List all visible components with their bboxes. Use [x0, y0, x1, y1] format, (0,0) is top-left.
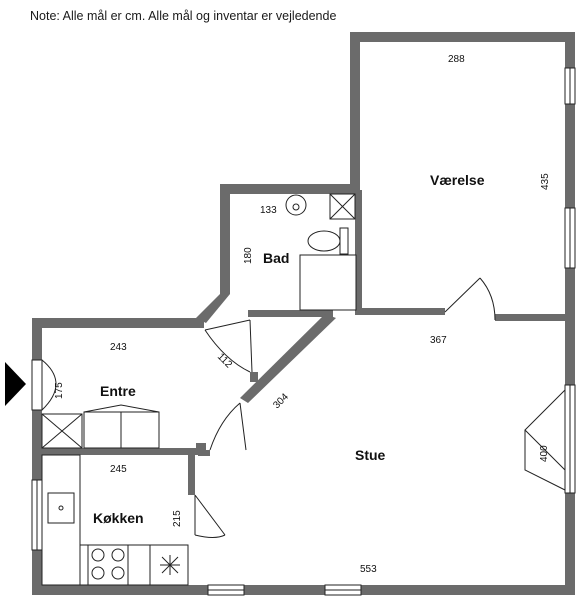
fridge-icon — [160, 555, 180, 575]
dim-entre-door: 112 — [215, 351, 234, 370]
dim-koekken-width: 245 — [110, 464, 127, 475]
room-label-vaerelse: Værelse — [430, 172, 485, 188]
dim-bad-width: 133 — [260, 205, 277, 216]
dim-stue-height: 400 — [539, 445, 550, 462]
dim-vaerelse-width: 288 — [448, 54, 465, 65]
windows — [31, 67, 576, 596]
toilet-icon — [339, 227, 349, 255]
room-label-entre: Entre — [100, 383, 136, 399]
doors — [31, 277, 566, 538]
room-label-bad: Bad — [263, 250, 289, 266]
dim-stue-width: 553 — [360, 564, 377, 575]
room-label-koekken: Køkken — [93, 510, 144, 526]
bathroom-fixtures — [285, 193, 357, 311]
room-label-stue: Stue — [355, 447, 386, 463]
dim-entre-width: 243 — [110, 342, 127, 353]
dim-entre-height: 175 — [54, 382, 65, 399]
dim-bad-height: 180 — [243, 247, 254, 264]
exterior-walls — [32, 32, 575, 595]
dim-koekken-height: 215 — [172, 510, 183, 527]
dim-stue-top: 367 — [430, 335, 447, 346]
dim-vaerelse-height: 435 — [540, 173, 551, 190]
interior-walls — [42, 190, 565, 495]
plan-note: Note: Alle mål er cm. Alle mål og invent… — [30, 9, 336, 23]
entrance-marker — [5, 362, 26, 406]
entre-fixtures — [41, 404, 160, 449]
shower-icon — [299, 254, 357, 311]
kitchen-fixtures — [41, 454, 189, 586]
dim-stue-diagonal: 304 — [271, 391, 291, 411]
